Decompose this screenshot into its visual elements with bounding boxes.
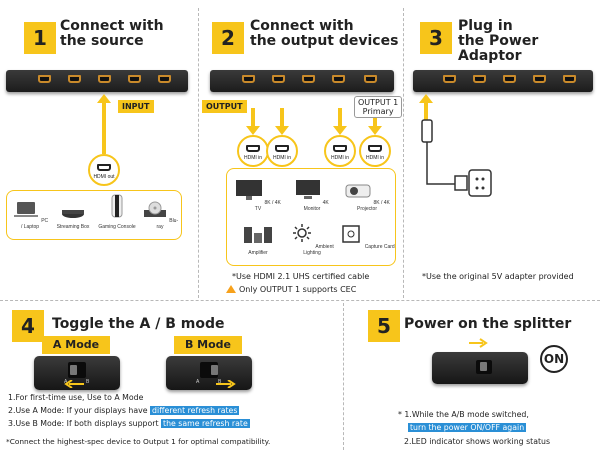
tv-icon	[236, 180, 263, 200]
step-5-line-2: 2.LED indicator shows working status	[404, 437, 551, 446]
step-4-line-1: 1.For first-time use, Use to A Mode	[8, 393, 144, 402]
step-5-line-1b: turn the power ON/OFF again	[408, 423, 527, 432]
output-tag: OUTPUT	[202, 100, 247, 113]
divider-2-3	[403, 8, 404, 298]
output-tv: 8K / 4K TV	[233, 179, 283, 212]
input-arrow-head	[97, 94, 111, 103]
b-mode-arrow-icon	[216, 380, 236, 388]
power-cycle-highlight: turn the power ON/OFF again	[408, 423, 527, 432]
power-arrow-icon	[469, 338, 488, 348]
output1-primary-tag: OUTPUT 1 Primary	[354, 96, 403, 118]
output-monitor: 4K Monitor	[287, 179, 337, 212]
step-4-title: Toggle the A / B mode	[52, 316, 225, 332]
step-3-title: Plug in the Power Adaptor	[458, 18, 539, 64]
divider-4-5	[343, 303, 344, 450]
b-mode-label: B Mode	[174, 336, 242, 354]
hdmi-in-icon-4: HDMI in	[359, 135, 391, 167]
splitter-device-2	[210, 70, 394, 92]
projector-icon	[345, 184, 371, 198]
gaming-console-icon	[111, 194, 123, 218]
splitter-device-3	[413, 70, 593, 92]
step-1-title: Connect with the source	[60, 18, 164, 49]
output-projector: 8K / 4K Projector	[339, 179, 395, 212]
a-mode-arrow-icon	[64, 380, 84, 388]
step-4-line-3: 3.Use B Mode: If both displays support t…	[8, 419, 250, 428]
hdmi-cable-note: *Use HDMI 2.1 UHS certified cable	[232, 272, 370, 281]
output-devices-box: 8K / 4K TV 4K Monitor 8K / 4K Projector …	[226, 168, 396, 266]
divider-horizontal	[0, 300, 600, 301]
power-arrow-head	[419, 94, 433, 103]
monitor-icon	[296, 180, 321, 199]
splitter-device-1	[6, 70, 188, 92]
hdmi-in-icon-3: HDMI in	[324, 135, 356, 167]
power-switch[interactable]	[432, 352, 528, 384]
capture-card-icon	[342, 225, 361, 243]
step-5-number: 5	[368, 310, 400, 342]
step-5-title: Power on the splitter	[404, 316, 572, 332]
source-blu-ray: Blu-ray	[141, 201, 179, 230]
hdmi-in-icon-1: HDMI in	[237, 135, 269, 167]
input-tag: INPUT	[118, 100, 154, 113]
on-indicator: ON	[540, 345, 568, 373]
blu-ray-icon	[143, 201, 166, 217]
step-1-number: 1	[24, 22, 56, 54]
streaming-box-icon	[62, 210, 84, 218]
step-4-line-2: 2.Use A Mode: If your displays have diff…	[8, 406, 240, 415]
light-icon	[293, 224, 312, 242]
output-capture-card: Capture Card	[339, 223, 395, 250]
step-2-title: Connect with the output devices	[250, 18, 399, 49]
cec-warning: Only OUTPUT 1 supports CEC	[226, 285, 356, 294]
refresh-rate-highlight-a: different refresh rates	[150, 406, 240, 415]
hdmi-in-icon-2: HDMI in	[266, 135, 298, 167]
source-streaming-box: Streaming Box	[53, 201, 93, 230]
a-mode-label: A Mode	[42, 336, 110, 354]
power-arrow-line	[424, 102, 428, 126]
adapter-note: *Use the original 5V adapter provided	[422, 272, 574, 281]
amplifier-icon	[244, 227, 272, 243]
divider-1-2	[198, 8, 199, 298]
output-amplifier: Amplifier	[233, 223, 283, 256]
source-pc-laptop: PC / Laptop	[11, 201, 49, 230]
output-ambient-lighting: Ambient Lighting	[285, 223, 339, 256]
source-gaming-console: Gaming Console	[95, 193, 139, 230]
warning-icon	[226, 285, 236, 293]
laptop-icon	[13, 202, 38, 217]
refresh-rate-highlight-b: the same refresh rate	[161, 419, 250, 428]
input-arrow-line	[102, 102, 106, 154]
step-4-footnote: *Connect the highest-spec device to Outp…	[6, 437, 271, 446]
step-4-number: 4	[12, 310, 44, 342]
hdmi-out-icon: HDMI out	[88, 154, 120, 186]
power-adapter-icon	[421, 119, 492, 197]
step-2-number: 2	[212, 22, 244, 54]
step-5-line-1: * 1.While the A/B mode switched,	[398, 410, 529, 419]
step-3-number: 3	[420, 22, 452, 54]
source-devices-box: PC / Laptop Streaming Box Gaming Console…	[6, 190, 182, 240]
